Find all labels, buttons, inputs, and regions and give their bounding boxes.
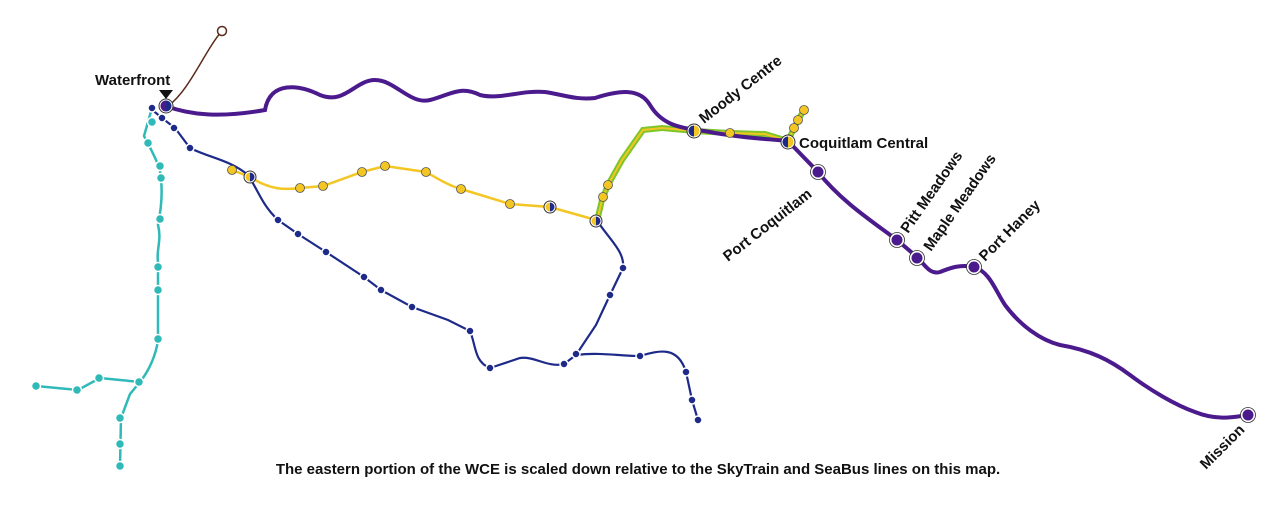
seabus-line — [167, 30, 223, 107]
label-waterfront: Waterfront — [95, 72, 170, 89]
interchange-production-way[interactable] — [543, 200, 557, 214]
station-ring — [909, 250, 925, 266]
station-dot[interactable] — [598, 192, 608, 202]
wce-port-haney-station[interactable] — [966, 259, 982, 275]
station-ring — [810, 164, 826, 180]
station-dot[interactable] — [505, 199, 515, 209]
station-dot[interactable] — [273, 215, 283, 225]
station-dot[interactable] — [380, 161, 390, 171]
station-dot[interactable] — [618, 263, 628, 273]
interchange-stations — [243, 170, 603, 228]
waterfront-pointer-icon — [159, 90, 173, 99]
station-dot[interactable] — [93, 372, 105, 384]
label-port-coquitlam: Port Coquitlam — [720, 186, 815, 266]
wce-pitt-meadows-station[interactable] — [889, 232, 905, 248]
station-dot[interactable] — [185, 143, 195, 153]
station-dot[interactable] — [133, 376, 145, 388]
map-caption: The eastern portion of the WCE is scaled… — [276, 461, 1000, 478]
station-dot[interactable] — [155, 172, 167, 184]
label-moody-centre: Moody Centre — [696, 52, 785, 127]
wce-waterfront-station[interactable] — [158, 98, 174, 114]
canada-line-stations — [30, 116, 167, 472]
station-dot[interactable] — [114, 412, 126, 424]
station-dot[interactable] — [456, 184, 466, 194]
station-dot[interactable] — [30, 380, 42, 392]
station-dot[interactable] — [681, 367, 691, 377]
station-dot[interactable] — [154, 213, 166, 225]
station-dot[interactable] — [635, 351, 645, 361]
wce-coquitlam-central-station[interactable] — [780, 134, 796, 150]
station-dot[interactable] — [293, 229, 303, 239]
station-dot[interactable] — [693, 415, 703, 425]
station-dot[interactable] — [71, 384, 83, 396]
station-dot[interactable] — [295, 183, 305, 193]
expo-line — [149, 107, 700, 421]
station-dot[interactable] — [357, 167, 367, 177]
expo-line-stations — [147, 103, 703, 425]
station-ring — [1240, 407, 1256, 423]
station-dot[interactable] — [114, 438, 126, 450]
station-dot[interactable] — [152, 261, 164, 273]
station-dot[interactable] — [227, 165, 237, 175]
station-dot[interactable] — [147, 103, 157, 113]
station-dot[interactable] — [407, 302, 417, 312]
station-dot[interactable] — [154, 160, 166, 172]
label-port-haney: Port Haney — [976, 196, 1044, 264]
wce-port-coquitlam-station[interactable] — [810, 164, 826, 180]
station-dot[interactable] — [157, 113, 167, 123]
station-dot[interactable] — [605, 290, 615, 300]
station-dot[interactable] — [152, 333, 164, 345]
station-dot[interactable] — [421, 167, 431, 177]
station-dot[interactable] — [559, 359, 569, 369]
wce-maple-meadows-station[interactable] — [909, 250, 925, 266]
station-dot[interactable] — [359, 272, 369, 282]
wce-line — [165, 77, 1249, 420]
millennium-line-stations — [227, 105, 809, 209]
interchange-commercial-broadway[interactable] — [243, 170, 257, 184]
station-dot[interactable] — [142, 137, 154, 149]
evergreen-inner — [596, 109, 805, 222]
interchange-lougheed[interactable] — [589, 214, 603, 228]
station-dot[interactable] — [465, 326, 475, 336]
station-dot[interactable] — [571, 349, 581, 359]
canada-line — [35, 107, 163, 467]
seabus-terminal[interactable] — [216, 25, 228, 37]
millennium-line — [231, 164, 597, 222]
label-coquitlam-central: Coquitlam Central — [799, 135, 928, 152]
station-dot[interactable] — [152, 284, 164, 296]
station-dot[interactable] — [687, 395, 697, 405]
station-dot[interactable] — [318, 181, 328, 191]
station-dot[interactable] — [603, 180, 613, 190]
station-dot[interactable] — [169, 123, 179, 133]
wce-moody-centre-station[interactable] — [686, 123, 702, 139]
station-ring — [966, 259, 982, 275]
station-dot[interactable] — [725, 128, 735, 138]
station-ring — [889, 232, 905, 248]
evergreen-line — [594, 108, 807, 222]
station-dot[interactable] — [485, 363, 495, 373]
label-mission: Mission — [1197, 421, 1249, 473]
station-dot[interactable] — [799, 105, 809, 115]
station-dot[interactable] — [146, 116, 158, 128]
station-dot[interactable] — [376, 285, 386, 295]
station-dot[interactable] — [114, 460, 126, 472]
station-dot[interactable] — [321, 247, 331, 257]
wce-mission-station[interactable] — [1240, 407, 1256, 423]
station-dot[interactable] — [793, 115, 803, 125]
station-dot[interactable] — [789, 123, 799, 133]
